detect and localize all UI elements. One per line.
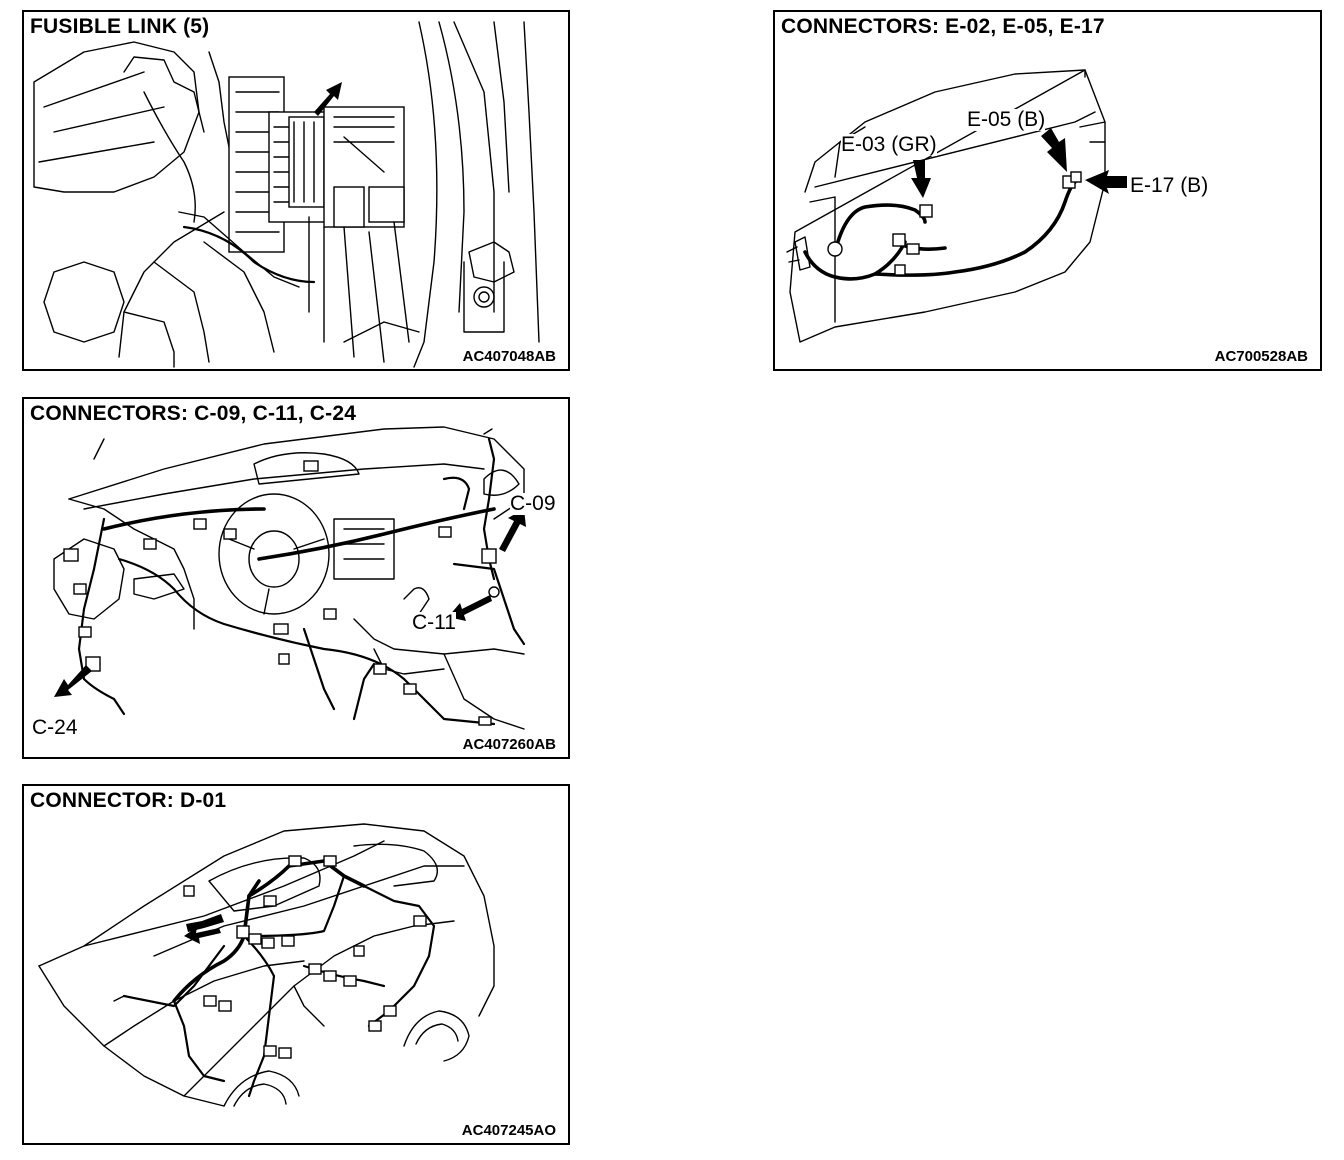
- panel-title: FUSIBLE LINK (5): [30, 15, 214, 39]
- panel-title: CONNECTORS: E-02, E-05, E-17: [781, 15, 1109, 39]
- connectors-e-panel: CONNECTORS: E-02, E-05, E-17 E-03 (GR) E…: [773, 10, 1322, 371]
- connector-d-panel: CONNECTOR: D-01: [22, 784, 570, 1145]
- callout-e17: E-17 (B): [1130, 174, 1209, 197]
- door-harness-illustration: [786, 69, 1127, 343]
- figure-code: AC407245AO: [459, 1122, 558, 1139]
- callout-e03: E-03 (GR): [841, 133, 937, 156]
- callout-e05: E-05 (B): [967, 108, 1046, 131]
- callout-c24: C-24: [32, 716, 78, 739]
- callout-c09: C-09: [510, 492, 556, 515]
- fusible-link-panel: FUSIBLE LINK (5) AC407048AB: [22, 10, 570, 371]
- panel-title: CONNECTOR: D-01: [30, 789, 231, 813]
- callout-c11: C-11: [412, 611, 456, 634]
- figure-code: AC407260AB: [460, 736, 558, 753]
- vehicle-harness-illustration: [38, 823, 495, 1107]
- engine-bay-illustration: [33, 21, 540, 368]
- figure-code: AC407048AB: [460, 348, 558, 365]
- connectors-c-panel: CONNECTORS: C-09, C-11, C-24: [22, 397, 570, 759]
- figure-code: AC700528AB: [1212, 348, 1310, 365]
- panel-title: CONNECTORS: C-09, C-11, C-24: [30, 402, 361, 426]
- dashboard-harness-illustration: [53, 426, 526, 730]
